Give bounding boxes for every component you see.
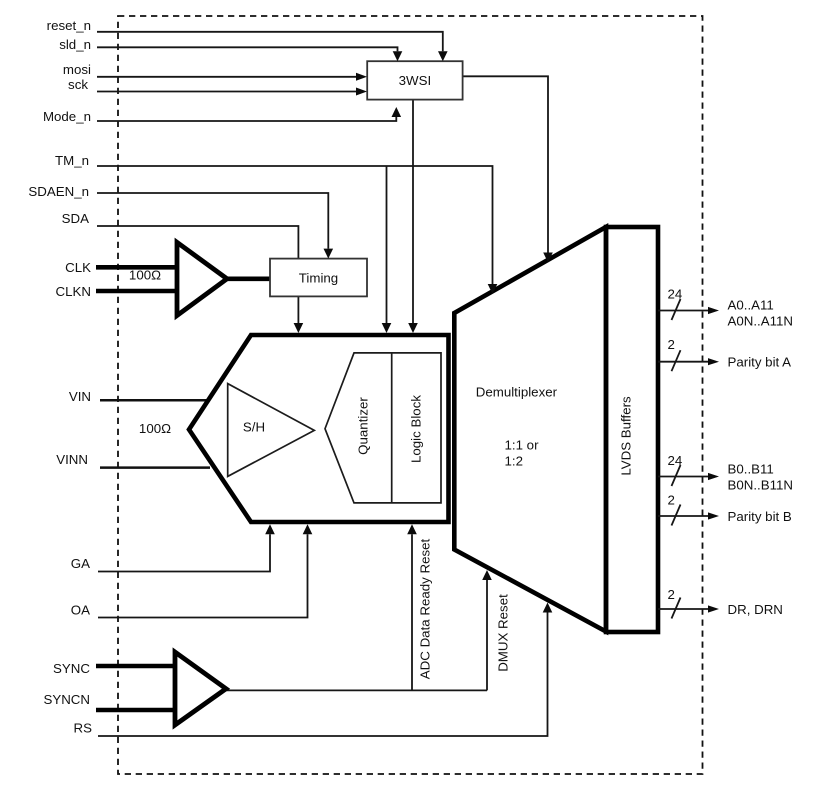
svg-text:OA: OA <box>71 603 90 618</box>
svg-text:A0N..A11N: A0N..A11N <box>728 313 794 328</box>
svg-text:SYNCN: SYNCN <box>43 692 90 707</box>
svg-text:DMUX Reset: DMUX Reset <box>496 594 511 672</box>
svg-text:sck: sck <box>68 77 88 92</box>
svg-text:A0..A11: A0..A11 <box>728 297 774 312</box>
svg-text:Timing: Timing <box>299 270 338 285</box>
svg-text:SDA: SDA <box>62 211 89 226</box>
svg-text:sld_n: sld_n <box>59 37 91 52</box>
svg-text:reset_n: reset_n <box>47 18 91 33</box>
svg-text:Parity bit A: Parity bit A <box>728 355 792 370</box>
svg-text:B0N..B11N: B0N..B11N <box>728 478 794 493</box>
svg-text:100Ω: 100Ω <box>129 268 161 283</box>
svg-text:GA: GA <box>71 556 90 571</box>
svg-text:Parity bit B: Parity bit B <box>728 509 792 524</box>
svg-text:VIN: VIN <box>69 389 91 404</box>
svg-text:DR, DRN: DR, DRN <box>728 602 783 617</box>
svg-text:SYNC: SYNC <box>53 661 90 676</box>
svg-text:Mode_n: Mode_n <box>43 109 91 124</box>
svg-text:100Ω: 100Ω <box>139 421 171 436</box>
svg-text:RS: RS <box>74 721 93 736</box>
svg-text:24: 24 <box>668 286 683 301</box>
svg-text:1:2: 1:2 <box>505 454 524 469</box>
svg-text:2: 2 <box>668 587 675 602</box>
svg-text:CLK: CLK <box>65 260 91 275</box>
svg-text:B0..B11: B0..B11 <box>728 462 774 477</box>
svg-text:2: 2 <box>668 337 675 352</box>
svg-text:VINN: VINN <box>56 452 88 467</box>
svg-text:2: 2 <box>668 493 675 508</box>
svg-text:LVDS Buffers: LVDS Buffers <box>619 396 634 476</box>
svg-text:mosi: mosi <box>63 62 91 77</box>
svg-text:3WSI: 3WSI <box>399 73 432 88</box>
svg-text:Demultiplexer: Demultiplexer <box>476 384 558 399</box>
svg-text:Logic Block: Logic Block <box>408 395 423 463</box>
svg-text:24: 24 <box>668 453 683 468</box>
svg-text:ADC Data Ready Reset: ADC Data Ready Reset <box>418 538 433 679</box>
svg-text:TM_n: TM_n <box>55 153 89 168</box>
svg-text:SDAEN_n: SDAEN_n <box>28 184 89 199</box>
svg-text:1:1 or: 1:1 or <box>505 438 540 453</box>
svg-text:CLKN: CLKN <box>56 284 91 299</box>
svg-text:Quantizer: Quantizer <box>356 397 371 455</box>
svg-text:S/H: S/H <box>243 420 265 435</box>
